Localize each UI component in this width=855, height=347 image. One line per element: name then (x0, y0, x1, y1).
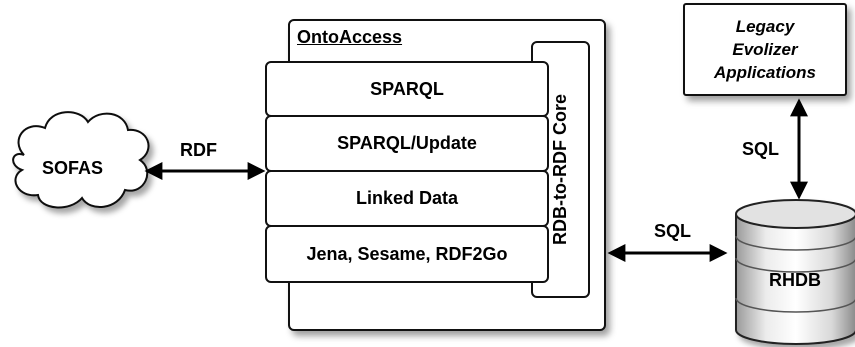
rhdb-cylinder (735, 199, 855, 345)
legacy-applications-box: Legacy Evolizer Applications (683, 3, 847, 96)
legacy-applications-label: Legacy Evolizer Applications (714, 15, 816, 84)
sql-vertical-label: SQL (742, 139, 780, 159)
legacy-line-1: Legacy (735, 17, 795, 36)
sofas-label: SOFAS (42, 158, 104, 178)
layer-linked-data: Linked Data (265, 170, 549, 227)
legacy-line-3: Applications (713, 63, 816, 82)
sql-horizontal-label: SQL (654, 221, 692, 241)
legacy-line-2: Evolizer (732, 40, 798, 59)
layer-sparql-label: SPARQL (370, 78, 444, 99)
layer-linked-data-label: Linked Data (355, 188, 459, 208)
rdb-to-rdf-core-label: RDB-to-RDF Core (550, 94, 571, 245)
ontoaccess-title: OntoAccess (297, 27, 403, 47)
layer-frameworks-label: Jena, Sesame, RDF2Go (306, 243, 508, 264)
rhdb-label: RHDB (769, 270, 821, 290)
layer-sparql-update-label: SPARQL/Update (337, 133, 477, 153)
layer-frameworks: Jena, Sesame, RDF2Go (265, 225, 549, 283)
rdf-label: RDF (180, 140, 217, 160)
layer-sparql-update: SPARQL/Update (265, 115, 549, 172)
layer-sparql: SPARQL (265, 61, 549, 117)
